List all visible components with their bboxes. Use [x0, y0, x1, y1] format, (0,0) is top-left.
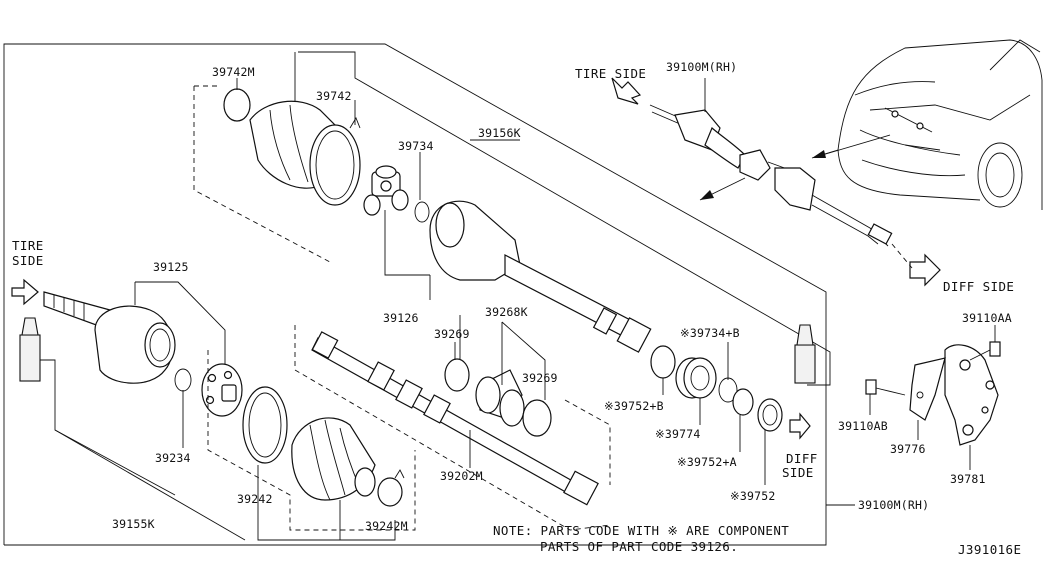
grease-tube-right	[794, 324, 816, 384]
label-39734B: ※39734+B	[680, 326, 740, 340]
diff-side-right-arrow	[909, 253, 941, 287]
outer-joint-39125	[43, 291, 176, 384]
label-tire-side-left-1: TIRE	[12, 238, 44, 253]
dashed-group-outer	[207, 350, 416, 531]
label-39242: 39242	[237, 492, 273, 506]
boot-clamp-39742M	[223, 88, 251, 122]
note-line-1: NOTE: PARTS CODE WITH ※ ARE COMPONENT	[493, 523, 789, 538]
label-39126: 39126	[383, 311, 419, 325]
label-39752: ※39752	[730, 489, 775, 503]
diagram-code: J391016E	[958, 542, 1021, 557]
grease-tube-left	[19, 317, 41, 382]
assembly-frame	[3, 43, 827, 546]
label-39752A: ※39752+A	[677, 455, 737, 469]
direction-arrowhead	[700, 190, 714, 200]
label-39268K: 39268K	[485, 305, 528, 319]
dashed-group-damper	[564, 399, 611, 485]
dashed-group-inner	[193, 86, 331, 263]
label-39781: 39781	[950, 472, 986, 486]
boot-band-39742-inner	[315, 130, 355, 200]
clamp-39269-b	[522, 399, 552, 437]
boot-band-39242-inner	[248, 392, 282, 458]
label-39242M: 39242M	[365, 519, 408, 533]
shaft-39202M	[311, 331, 599, 506]
boot-band-39742	[309, 124, 361, 206]
label-39269-a: 39269	[434, 327, 470, 341]
diff-side-mid-arrow	[789, 412, 811, 440]
boot-39242	[291, 417, 376, 501]
clamp-39269-a	[444, 358, 470, 392]
label-39269-b: 39269	[522, 371, 558, 385]
leader-39155K-tube	[40, 359, 176, 496]
boot-clamp-39242M-tab	[394, 469, 405, 479]
bracket-39268K-c	[501, 321, 546, 400]
inner-housing-39156K	[429, 200, 652, 353]
bracket-39155K	[54, 429, 246, 541]
bolt-39110AB	[865, 379, 906, 396]
label-diff-side-right: DIFF SIDE	[943, 279, 1014, 294]
label-39774: ※39774	[655, 427, 700, 441]
tripod-39126	[363, 165, 409, 216]
tire-side-left-arrow	[11, 278, 39, 306]
label-39742: 39742	[316, 89, 352, 103]
vehicle-pointer-arrowhead	[812, 150, 826, 158]
label-tire-side-left-2: SIDE	[12, 253, 44, 268]
tire-side-top-arrow	[611, 77, 642, 105]
bearing-39774	[675, 357, 717, 399]
boot-band-39742-tab	[349, 116, 361, 129]
shaft-assembly-top	[649, 104, 893, 247]
vehicle-illustration	[817, 39, 1043, 210]
label-39100M-top: 39100M(RH)	[666, 60, 737, 74]
diff-side-right-leader	[891, 243, 913, 269]
bracket-39126	[384, 210, 430, 276]
snap-ring-39734	[414, 201, 430, 223]
boot-clamp-39242M	[377, 477, 403, 507]
bracket-39156K	[298, 51, 831, 386]
damper-39268K	[475, 369, 525, 427]
label-diff-side-mid-2: SIDE	[782, 465, 814, 480]
label-39234: 39234	[155, 451, 191, 465]
seal-39752	[757, 398, 783, 432]
snap-ring-39752B	[650, 345, 676, 379]
label-39155K: 39155K	[112, 517, 155, 531]
label-39156K: 39156K	[478, 126, 521, 140]
seal-39752-inner	[762, 404, 778, 426]
label-39202M: 39202M	[440, 469, 483, 483]
label-39125: 39125	[153, 260, 189, 274]
snap-ring-39234	[174, 368, 192, 392]
label-39776: 39776	[890, 442, 926, 456]
boot-band-39242	[242, 386, 288, 464]
bracket-plate-39776	[909, 357, 946, 421]
label-39742M: 39742M	[212, 65, 255, 79]
knuckle-39781	[944, 344, 999, 446]
label-diff-side-mid-1: DIFF	[786, 451, 818, 466]
label-39110AB: 39110AB	[838, 419, 888, 433]
note-line-2: PARTS OF PART CODE 39126.	[540, 539, 738, 554]
label-39752B: ※39752+B	[604, 399, 664, 413]
label-tire-side-top: TIRE SIDE	[575, 66, 646, 81]
label-39100M-bottom: 39100M(RH)	[858, 498, 929, 512]
inner-race-cage	[201, 363, 243, 417]
label-39110AA: 39110AA	[962, 311, 1012, 325]
dashed-group-shaft-202	[294, 325, 611, 531]
snap-ring-39752A	[732, 388, 754, 416]
bracket-39125	[135, 281, 226, 368]
label-39734: 39734	[398, 139, 434, 153]
